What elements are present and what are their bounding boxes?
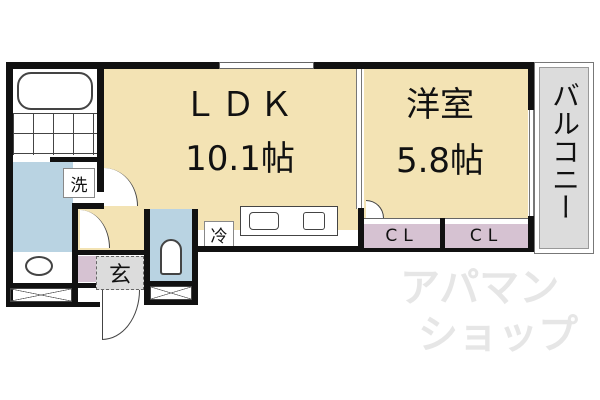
balcony: バルコニー [534, 62, 594, 254]
western-wall-right-bottom [528, 216, 534, 252]
partition-wall-lower [358, 208, 365, 248]
kitchen-sink-icon [249, 212, 279, 230]
storage-left [10, 288, 72, 302]
entrance-door[interactable] [102, 290, 140, 340]
entrance-area: 玄 [96, 256, 144, 290]
ldk-room [104, 69, 358, 209]
closet-2-label: CL [469, 226, 504, 246]
closet-divider [440, 218, 445, 248]
kitchen-wall-bottom [198, 246, 532, 252]
watermark-line2: ショップ [418, 312, 578, 358]
washroom-sink-area [13, 252, 73, 284]
toilet-wall-right [192, 203, 198, 303]
outer-wall-left [6, 62, 13, 307]
washer-label: 洗 [63, 168, 95, 198]
fridge-label: 冷 [204, 221, 234, 247]
tile-grid [13, 113, 97, 155]
western-wall-right-top [528, 62, 534, 110]
window-top-ldk [219, 62, 314, 69]
western-room-size: 5.8帖 [395, 141, 485, 181]
sink-icon [25, 256, 53, 276]
bottom-wall-left [6, 283, 100, 288]
bath-wall-bottom [50, 157, 100, 162]
entrance-label: 玄 [108, 263, 131, 288]
toilet-icon [160, 239, 182, 275]
closet-rail [364, 218, 528, 224]
western-room-name: 洋室 [406, 85, 474, 125]
hall-wall-bottom [78, 250, 148, 255]
closet-2: CL [445, 224, 528, 248]
wash-wall-right [72, 205, 78, 305]
closet-1: CL [364, 224, 440, 248]
bottom-wall-left2 [6, 302, 100, 307]
bathtub [17, 72, 93, 110]
balcony-floor [539, 67, 589, 249]
bathroom [13, 69, 97, 161]
partition-ldk-western [356, 69, 362, 209]
watermark-line1: アパマン [400, 265, 560, 311]
ldk-name: ＬＤＫ [183, 85, 297, 125]
storage-right [150, 286, 192, 300]
western-room [364, 69, 528, 219]
bath-wall-right [97, 62, 104, 192]
window-balcony [529, 110, 534, 216]
shoe-storage [78, 256, 96, 282]
bottom-wall-mid [144, 281, 198, 286]
kitchen-counter [240, 206, 338, 236]
bottom-wall-mid2 [144, 300, 198, 305]
toilet-wall-left [144, 203, 150, 303]
toilet [150, 209, 192, 281]
balcony-label: バルコニー [548, 81, 581, 221]
closet-1-label: CL [385, 226, 419, 246]
stove-icon [303, 212, 325, 230]
ldk-size: 10.1帖 [185, 139, 295, 179]
